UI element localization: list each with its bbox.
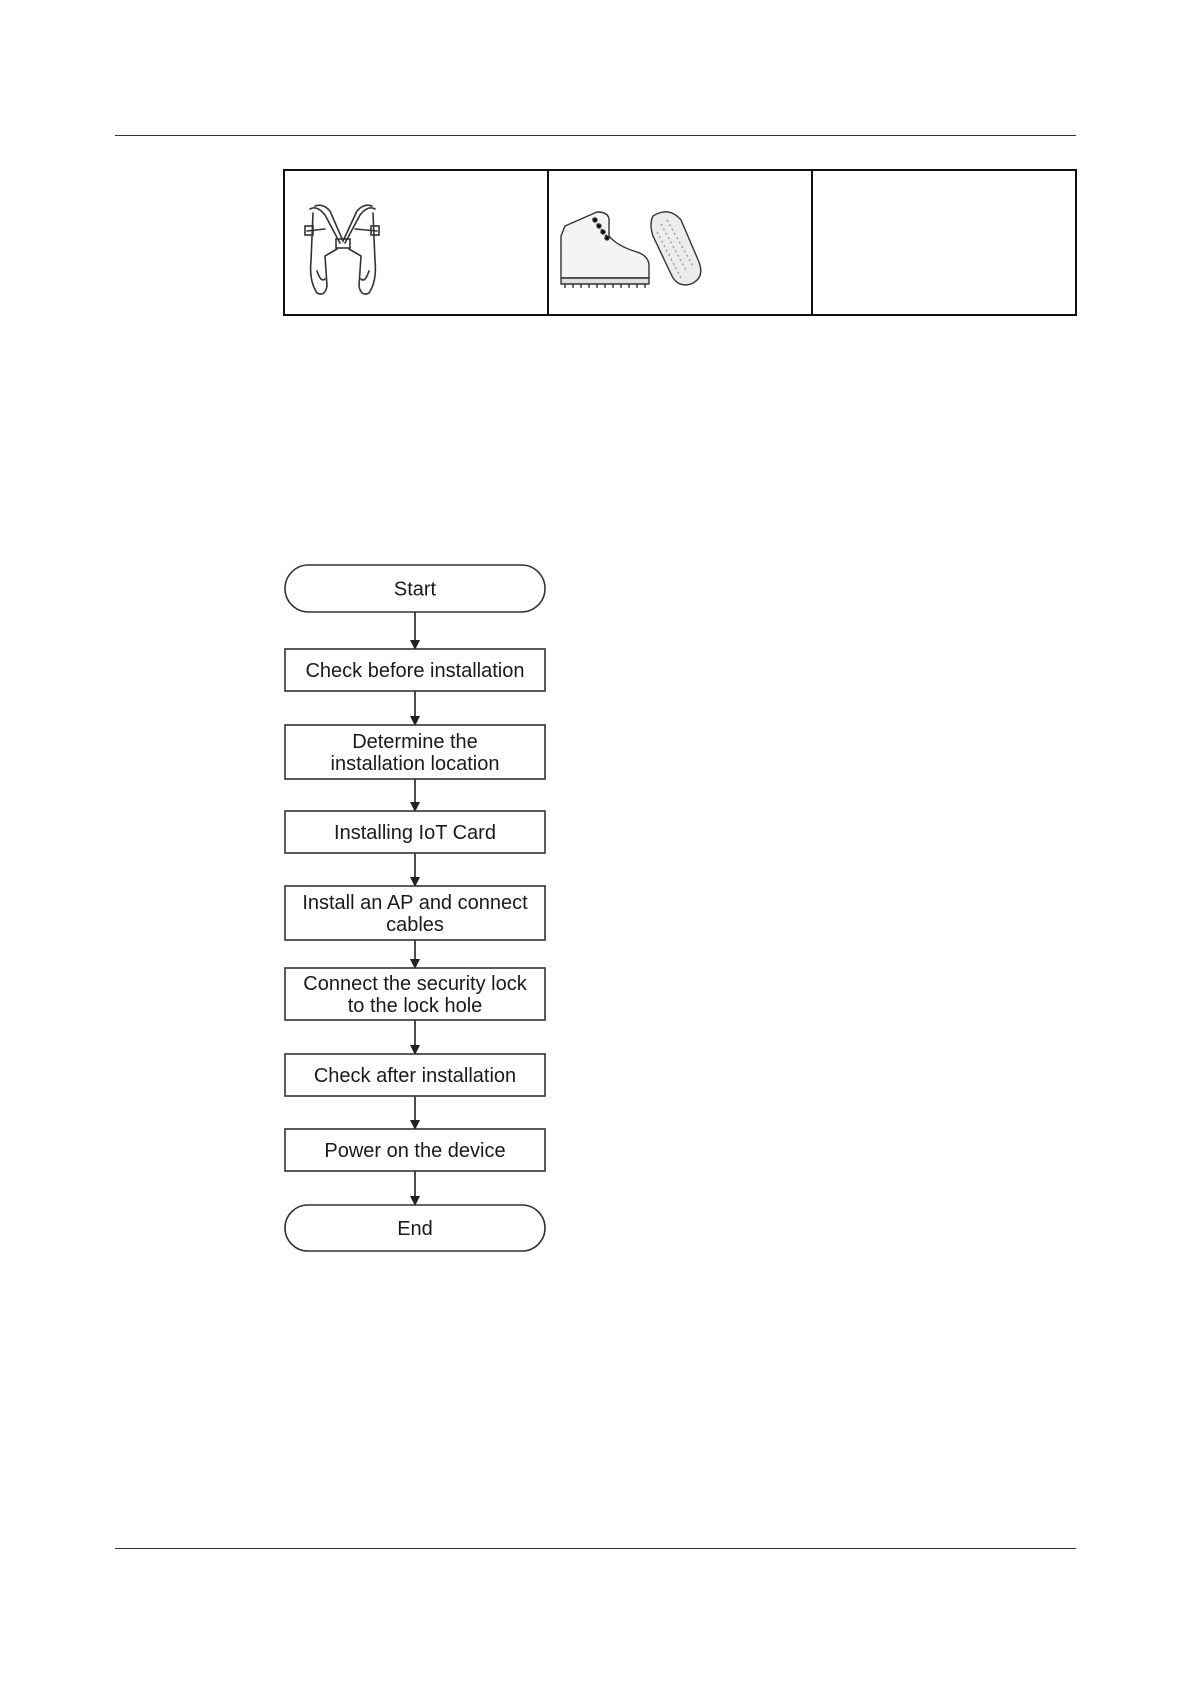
flow-node-label: Installing IoT Card xyxy=(334,822,496,844)
flow-node-label: Determine the xyxy=(352,731,478,753)
flow-node-label: Check before installation xyxy=(305,660,524,682)
flow-node-label: Connect the security lock xyxy=(303,973,527,995)
flow-node-start: Start xyxy=(285,565,545,612)
flow-node-label: Check after installation xyxy=(314,1065,516,1087)
flow-node-check-before: Check before installation xyxy=(285,649,545,691)
flow-node-label: End xyxy=(397,1218,433,1240)
flow-node-label: Power on the device xyxy=(324,1140,505,1162)
flow-node-end: End xyxy=(285,1205,545,1251)
flow-node-label: to the lock hole xyxy=(348,995,483,1017)
flow-node-label: installation location xyxy=(331,753,500,775)
flow-node-label: Start xyxy=(394,579,437,601)
footer-rule xyxy=(115,1548,1076,1549)
flow-node-label: cables xyxy=(386,914,444,936)
flow-node-install-iot: Installing IoT Card xyxy=(285,811,545,853)
flow-node-check-after: Check after installation xyxy=(285,1054,545,1096)
flow-node-label: Install an AP and connect xyxy=(302,892,528,914)
flow-node-power-on: Power on the device xyxy=(285,1129,545,1171)
